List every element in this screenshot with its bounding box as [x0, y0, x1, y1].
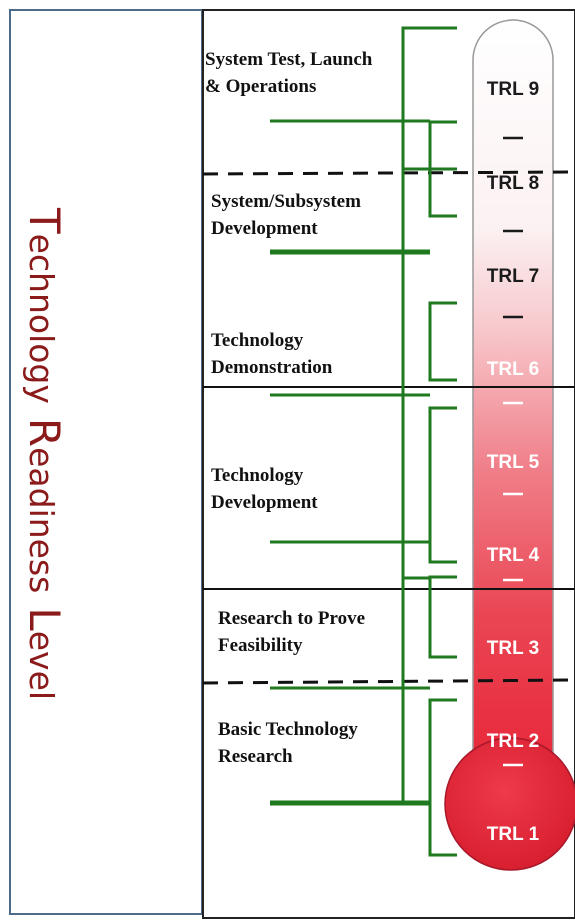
trl-label: TRL 4	[487, 545, 540, 566]
bracket-connector	[428, 698, 457, 857]
trl-label: TRL 3	[487, 638, 539, 659]
stage-label-line1: Technology	[211, 330, 304, 351]
stage-label-tech-development: Technology Development	[211, 462, 318, 516]
stage-label-line2: & Operations	[205, 76, 317, 97]
trl-label: TRL 1	[487, 824, 540, 845]
stage-label-line1: Basic Technology	[218, 719, 358, 740]
stage-label-line1: Technology	[211, 465, 304, 486]
divider-dashed-upper	[202, 170, 575, 176]
trl-label: TRL 7	[487, 266, 539, 287]
thermometer-tube	[472, 19, 554, 766]
bracket-group	[270, 26, 457, 857]
stage-label-line2: Development	[211, 218, 318, 239]
stage-label-system-subsystem: System/Subsystem Development	[211, 188, 361, 242]
bracket-connector	[428, 575, 457, 659]
trl-label: TRL 2	[487, 731, 539, 752]
stage-label-research-feasibility: Research to Prove Feasibility	[218, 605, 365, 659]
title-panel	[9, 9, 203, 915]
trl-label: TRL 8	[487, 173, 539, 194]
bracket-connector	[428, 301, 457, 382]
stage-label-line2: Development	[211, 492, 318, 513]
stage-label-system-test: System Test, Launch & Operations	[205, 46, 372, 100]
trl-label: TRL 5	[487, 452, 540, 473]
stage-label-line2: Feasibility	[218, 635, 303, 656]
stage-label-line2: Research	[218, 746, 293, 767]
stage-label-basic-research: Basic Technology Research	[218, 716, 358, 770]
trl-label: TRL 6	[487, 359, 539, 380]
stage-label-tech-demonstration: Technology Demonstration	[211, 327, 332, 381]
stage-label-line2: Demonstration	[211, 357, 333, 378]
trl-label-group: TRL 9 TRL 8 TRL 7 TRL 6 TRL 5 TRL 4 TRL 3 TRL 2…	[487, 79, 540, 845]
bracket-connector	[428, 406, 457, 564]
stage-label-line1: System/Subsystem	[211, 191, 361, 212]
thermometer-bulb	[444, 737, 575, 871]
stage-label-line1: System Test, Launch	[205, 49, 373, 70]
trl-label: TRL 9	[487, 79, 539, 100]
stage-label-line1: Research to Prove	[218, 608, 366, 629]
bracket-connector	[428, 120, 457, 218]
right-panel-frame	[202, 9, 575, 919]
divider-dashed-lower	[202, 678, 575, 685]
